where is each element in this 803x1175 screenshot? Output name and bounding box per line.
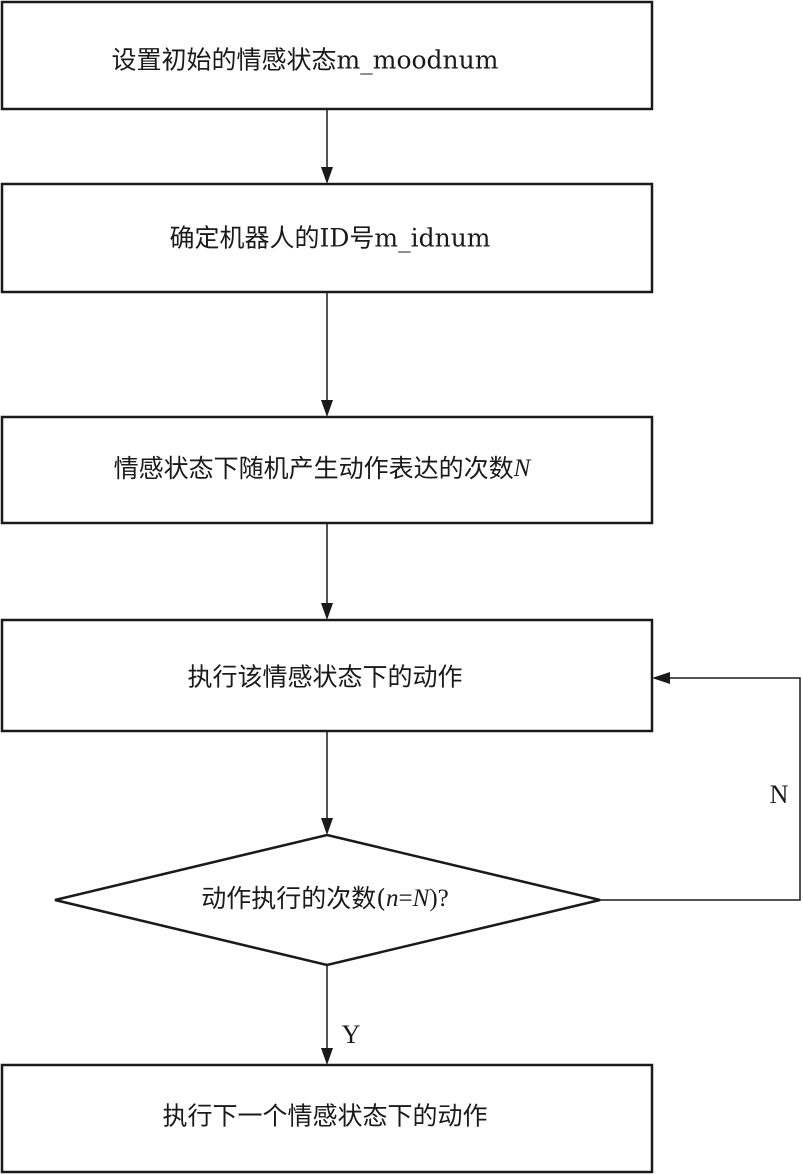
loop-line-no (600, 677, 801, 901)
branch-label-yes: Y (342, 1020, 361, 1049)
arrowhead-final (321, 1048, 333, 1065)
process-box-next-mood-action (0, 1063, 654, 1174)
arrowhead-loop-no (652, 672, 670, 684)
process-box-action-count-label: 情感状态下随机产生动作表达的次数N (114, 454, 532, 483)
arrowhead-step2 (321, 167, 333, 184)
decision-diamond-label: 动作执行的次数(n=N)? (201, 884, 448, 913)
equals-sign: = (399, 885, 413, 912)
process-box-next-mood-action-label: 执行下一个情感状态下的动作 (162, 1102, 487, 1131)
process-box-execute-action-label: 执行该情感状态下的动作 (187, 663, 462, 692)
arrowhead-decision (321, 818, 333, 835)
branch-label-no: N (770, 780, 789, 809)
process-box-initial-mood-label: 设置初始的情感状态m_moodnum (112, 46, 499, 75)
process-box-robot-id (0, 182, 654, 294)
arrowhead-step4 (321, 603, 333, 620)
decision-text-prefix: 动作执行的次数( (201, 884, 386, 913)
variable-N: N (513, 455, 532, 482)
process-box-action-count-text: 情感状态下随机产生动作表达的次数 (114, 454, 514, 483)
decision-text-suffix: )? (429, 885, 448, 912)
variable-N-decision: N (412, 885, 431, 912)
process-box-robot-id-label: 确定机器人的ID号m_idnum (169, 224, 490, 253)
process-box-initial-mood (0, 0, 654, 111)
variable-n: n (386, 885, 399, 912)
arrowhead-step3 (321, 400, 333, 417)
process-box-action-count (0, 415, 654, 525)
